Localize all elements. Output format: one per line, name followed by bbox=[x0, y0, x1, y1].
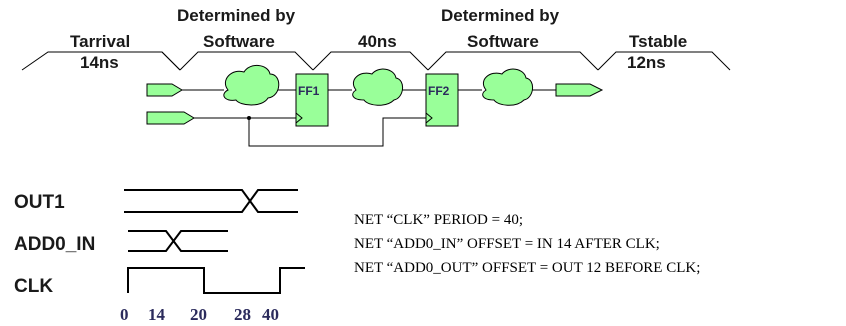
input-port-add0-in bbox=[146, 83, 183, 97]
period-segment bbox=[312, 51, 429, 71]
logic-cloud-1 bbox=[223, 65, 280, 106]
signal-label-clk: CLK bbox=[14, 276, 53, 297]
flip-flop-ff1 bbox=[295, 73, 329, 127]
time-tick-0: 0 bbox=[120, 305, 129, 324]
waveform-clk bbox=[127, 267, 305, 294]
determined-right-line1: Determined by bbox=[441, 6, 560, 25]
flip-flop-ff2 bbox=[425, 73, 459, 127]
signal-label-add0-in: ADD0_IN bbox=[14, 234, 95, 255]
time-tick-40: 40 bbox=[262, 305, 279, 324]
time-tick-14: 14 bbox=[148, 305, 166, 324]
constraint-clk-period: NET “CLK” PERIOD = 40; bbox=[354, 212, 523, 228]
tarrival-value: 14ns bbox=[80, 53, 119, 72]
ff1-clock-marker bbox=[295, 112, 303, 124]
waveform-out1-line-a bbox=[124, 189, 298, 213]
tarrival-right-edge bbox=[161, 51, 181, 71]
right-software-segment bbox=[427, 51, 599, 71]
determined-left-line2: Software bbox=[203, 32, 275, 51]
clock-junction-dot bbox=[247, 116, 251, 120]
waveform-add0-in-line-b bbox=[128, 230, 228, 252]
constraint-add0-out-offset: NET “ADD0_OUT” OFFSET = OUT 12 BEFORE CL… bbox=[354, 260, 700, 276]
logic-cloud-3 bbox=[482, 68, 533, 106]
input-port-clk bbox=[146, 111, 195, 125]
left-software-segment bbox=[179, 51, 314, 71]
timing-header-lines bbox=[21, 51, 731, 71]
ff1-label: FF1 bbox=[298, 84, 320, 98]
tstable-label: Tstable bbox=[629, 32, 687, 51]
ff2-clock-marker bbox=[425, 112, 433, 124]
signal-label-out1: OUT1 bbox=[14, 192, 65, 213]
tstable-segment bbox=[597, 51, 731, 71]
time-tick-20: 20 bbox=[190, 305, 207, 324]
tstable-value: 12ns bbox=[627, 53, 666, 72]
waveform-out1-line-b bbox=[124, 189, 298, 213]
time-tick-28: 28 bbox=[234, 305, 251, 324]
determined-left-line1: Determined by bbox=[177, 6, 296, 25]
logic-cloud-2 bbox=[352, 68, 403, 106]
constraint-add0-in-offset: NET “ADD0_IN” OFFSET = IN 14 AFTER CLK; bbox=[354, 236, 660, 252]
output-port-add0-out bbox=[555, 83, 604, 97]
ff2-label: FF2 bbox=[428, 84, 450, 98]
tarrival-label: Tarrival bbox=[70, 32, 130, 51]
wire-clk-ff2 bbox=[248, 117, 426, 147]
determined-right-line2: Software bbox=[467, 32, 539, 51]
period-value: 40ns bbox=[358, 32, 397, 51]
